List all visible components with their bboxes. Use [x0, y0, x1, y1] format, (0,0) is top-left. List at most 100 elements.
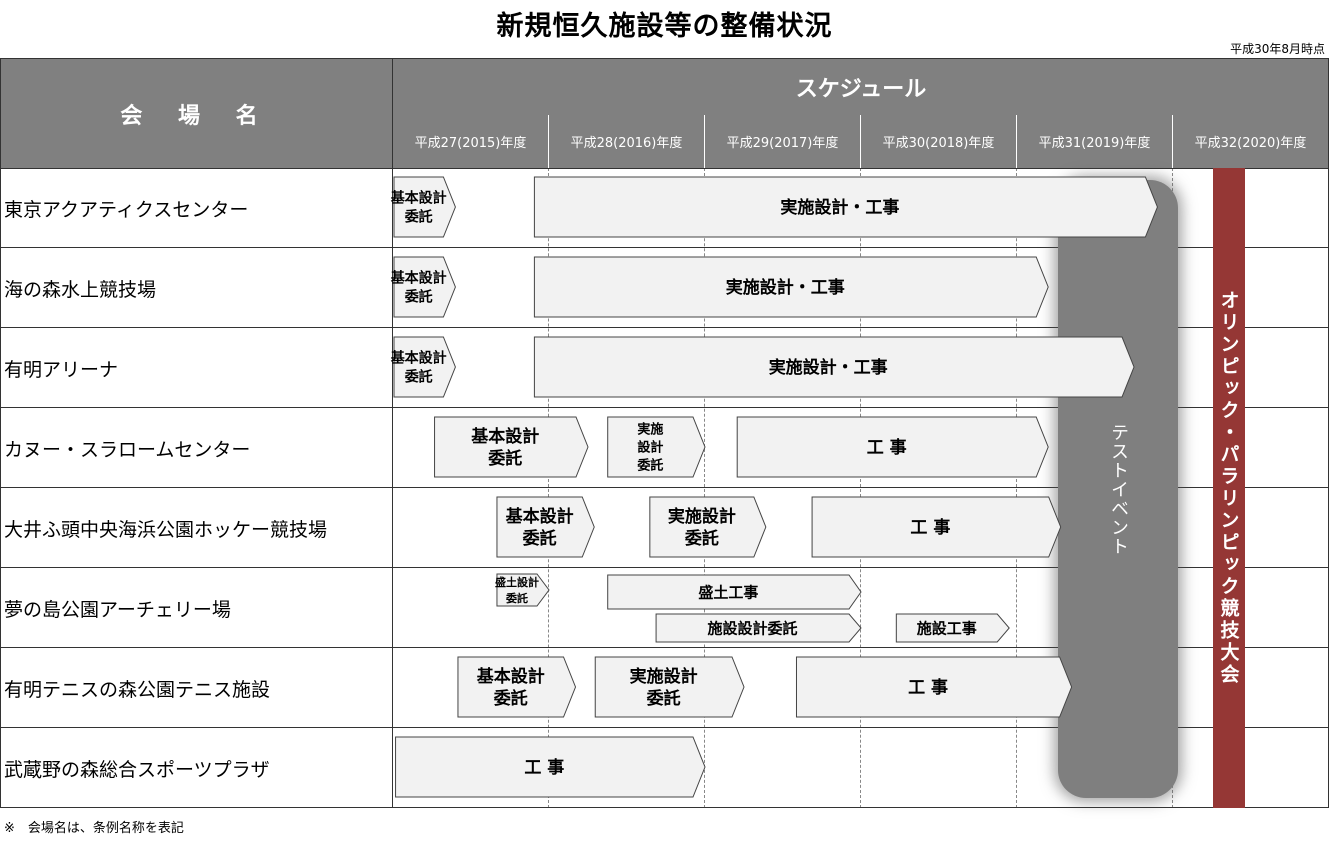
- task-bar: 実施設計・工事: [533, 176, 1158, 238]
- test-event-band: [1058, 180, 1178, 798]
- task-bar: 実施設計委託: [607, 416, 706, 478]
- task-arrow: [607, 416, 706, 478]
- task-label: 基本設計委託: [391, 190, 447, 226]
- venue-column-header: 会 場 名: [0, 58, 392, 169]
- row-line-3: [0, 407, 1329, 408]
- task-bar: 工 事: [811, 496, 1062, 558]
- venue-name: 有明アリーナ: [4, 358, 119, 381]
- year-header-5: 平成32(2020)年度: [1173, 115, 1329, 168]
- year-divider-4: [1016, 168, 1017, 808]
- task-arrow: [393, 176, 456, 238]
- task-bar: 施設工事: [895, 613, 1010, 643]
- task-bar: 基本設計委託: [391, 256, 456, 318]
- task-arrow: [457, 656, 577, 718]
- task-label: 実施設計委託: [668, 506, 736, 549]
- task-bar: 基本設計委託: [496, 496, 595, 558]
- task-label: 基本設計委託: [476, 666, 545, 709]
- row-line-4: [0, 487, 1329, 488]
- row-line-6: [0, 647, 1329, 648]
- year-divider-1: [548, 168, 549, 808]
- task-arrow: [434, 416, 589, 478]
- task-arrow: [795, 656, 1073, 718]
- task-arrow: [736, 416, 1049, 478]
- olympics-band: オリンピック・パラリンピック競技大会: [1213, 168, 1245, 808]
- task-bar: 工 事: [395, 736, 706, 798]
- task-arrow: [811, 496, 1062, 558]
- task-bar: 基本設計委託: [391, 336, 456, 398]
- schedule-header: スケジュール: [393, 58, 1329, 116]
- task-label: 基本設計委託: [391, 270, 447, 306]
- venue-name: 海の森水上競技場: [4, 278, 157, 301]
- venue-divider: [392, 58, 393, 808]
- task-label: 基本設計委託: [391, 350, 447, 386]
- task-bar: 盛土設計委託: [495, 573, 550, 607]
- task-label: 工 事: [524, 758, 564, 778]
- task-bar: 盛土工事: [607, 574, 862, 610]
- task-bar: 施設設計委託: [655, 613, 862, 643]
- task-arrow: [655, 613, 862, 643]
- row-line-2: [0, 327, 1329, 328]
- year-divider-3: [860, 168, 861, 808]
- test-event-label: テストイベント: [1108, 422, 1129, 556]
- page-title: 新規恒久施設等の整備状況: [496, 11, 833, 42]
- task-arrow: [533, 256, 1049, 318]
- task-arrow: [496, 496, 595, 558]
- task-arrow: [393, 336, 456, 398]
- task-label: 施設設計委託: [708, 619, 798, 637]
- task-label: 基本設計委託: [505, 506, 574, 549]
- task-label: 盛土工事: [698, 583, 758, 601]
- schedule-table: 会 場 名 スケジュール 平成27(2015)年度平成28(2016)年度平成2…: [0, 58, 1329, 808]
- venue-name: 武蔵野の森総合スポーツプラザ: [4, 758, 270, 781]
- task-bar: 実施設計委託: [594, 656, 745, 718]
- task-bar: 工 事: [795, 656, 1073, 718]
- left-border: [0, 58, 1, 808]
- task-label: 工 事: [908, 678, 948, 698]
- task-arrow: [649, 496, 767, 558]
- row-line-1: [0, 247, 1329, 248]
- task-label: 工 事: [910, 518, 950, 538]
- task-label: 実施設計・工事: [769, 357, 888, 378]
- footnote: ※ 会場名は、条例名称を表記: [4, 821, 184, 836]
- task-bar: 基本設計委託: [391, 176, 456, 238]
- venue-name: 大井ふ頭中央海浜公園ホッケー競技場: [4, 518, 328, 541]
- task-arrow: [895, 613, 1010, 643]
- venue-name: カヌー・スラロームセンター: [4, 438, 251, 461]
- task-arrow: [533, 336, 1135, 398]
- task-bar: 実施設計・工事: [533, 336, 1135, 398]
- task-arrow: [496, 573, 550, 607]
- row-line-5: [0, 567, 1329, 568]
- task-label: 工 事: [867, 438, 907, 458]
- header-bottom-line: [0, 168, 1329, 169]
- venue-name: 有明テニスの森公園テニス施設: [4, 678, 271, 701]
- task-label: 施設工事: [917, 619, 977, 637]
- year-header-1: 平成28(2016)年度: [549, 115, 705, 168]
- row-line-7: [0, 727, 1329, 728]
- task-label: 実施設計委託: [636, 422, 663, 474]
- task-bar: 実施設計委託: [649, 496, 767, 558]
- task-arrow: [607, 574, 862, 610]
- task-bar: 基本設計委託: [434, 416, 589, 478]
- year-divider-2: [704, 168, 705, 808]
- year-header-3: 平成30(2018)年度: [861, 115, 1017, 168]
- row-line-8: [0, 807, 1329, 808]
- task-label: 実施設計・工事: [780, 197, 899, 218]
- year-header-2: 平成29(2017)年度: [705, 115, 861, 168]
- task-label: 基本設計委託: [470, 426, 539, 469]
- olympics-label: オリンピック・パラリンピック競技大会: [1217, 290, 1240, 686]
- test-event-label-wrap: テストイベント: [1058, 180, 1178, 798]
- task-label: 実施設計委託: [630, 666, 698, 709]
- task-label: 実施設計・工事: [726, 277, 845, 298]
- venue-name: 夢の島公園アーチェリー場: [4, 598, 231, 621]
- as-of-date: 平成30年8月時点: [1230, 42, 1325, 56]
- task-arrow: [393, 256, 456, 318]
- task-bar: 基本設計委託: [457, 656, 577, 718]
- task-arrow: [533, 176, 1158, 238]
- venue-name: 東京アクアティクスセンター: [4, 198, 249, 221]
- task-label: 盛土設計委託: [495, 575, 539, 605]
- task-bar: 実施設計・工事: [533, 256, 1049, 318]
- year-header-0: 平成27(2015)年度: [393, 115, 549, 168]
- task-bar: 工 事: [736, 416, 1049, 478]
- task-arrow: [395, 736, 706, 798]
- year-header-4: 平成31(2019)年度: [1017, 115, 1173, 168]
